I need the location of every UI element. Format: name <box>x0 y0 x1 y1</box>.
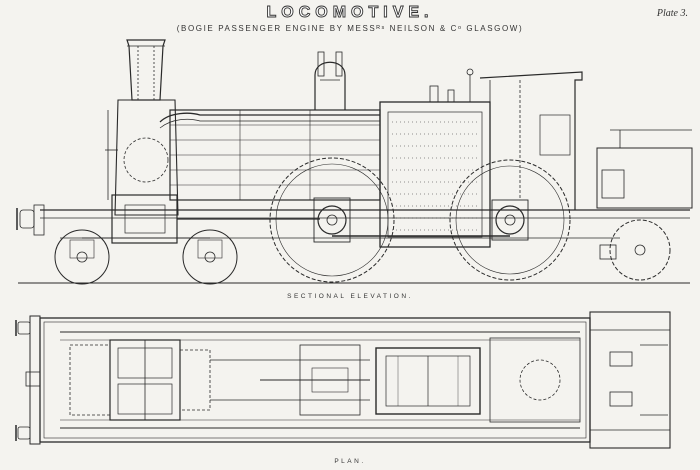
sectional-elevation <box>16 39 693 285</box>
plate-number: Plate 3. <box>656 8 688 19</box>
plate-subtitle: (BOGIE PASSENGER ENGINE BY MESSᴿˢ NEILSO… <box>176 24 524 33</box>
plan-view <box>15 311 671 449</box>
elevation-caption: SECTIONAL ELEVATION. <box>287 293 413 300</box>
plan-caption: PLAN. <box>334 458 366 465</box>
plate-title: LOCOMOTIVE. <box>266 4 434 22</box>
